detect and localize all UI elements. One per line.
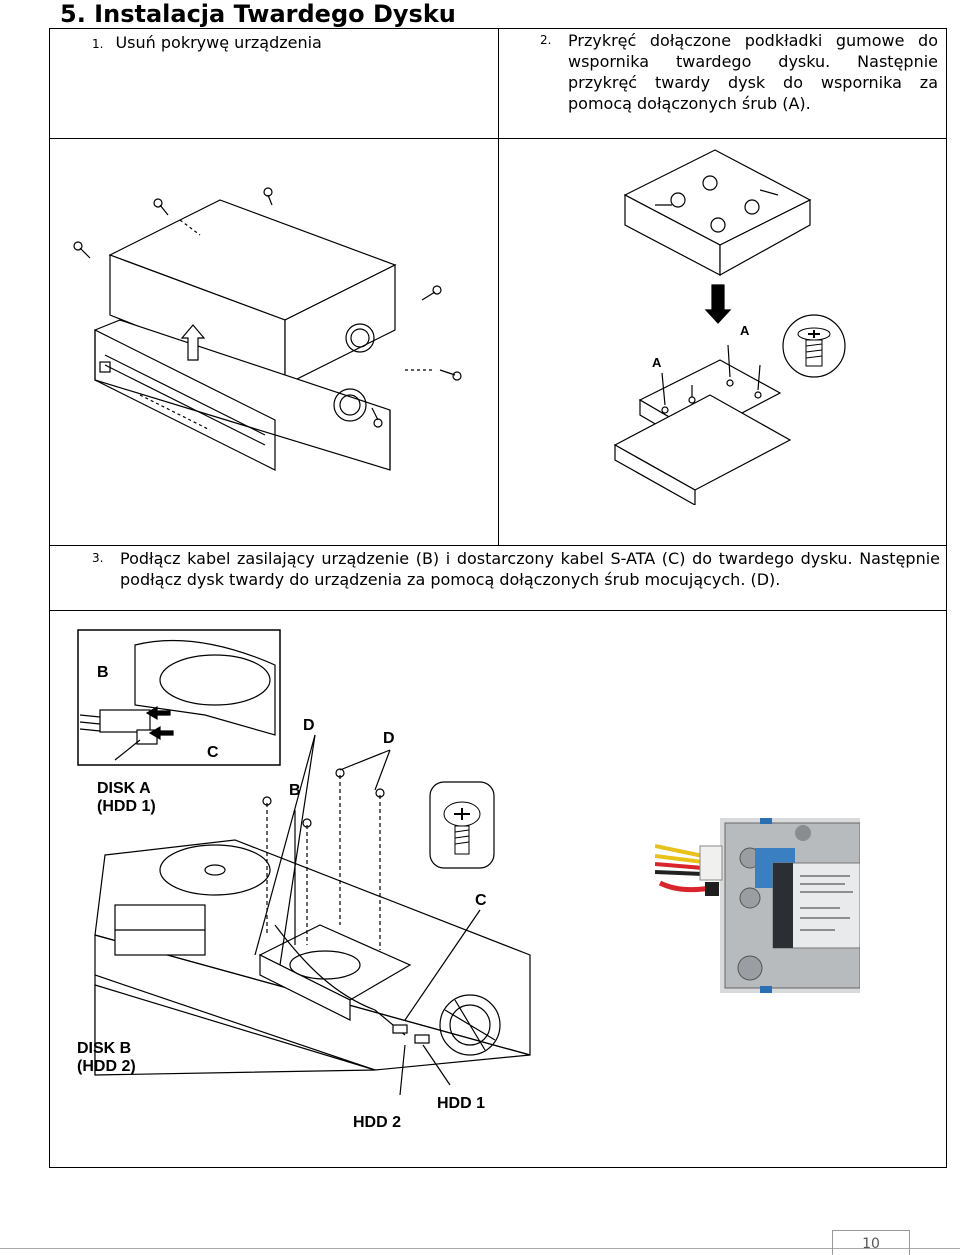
label-b: B bbox=[97, 664, 109, 681]
label-c: C bbox=[207, 744, 219, 761]
label-hdd2: HDD 2 bbox=[353, 1114, 401, 1131]
label-d: D bbox=[303, 717, 315, 734]
figure-remove-cover bbox=[73, 187, 462, 471]
label-a: A bbox=[652, 355, 662, 370]
table-column-divider bbox=[498, 28, 499, 546]
page-number-box bbox=[832, 1230, 910, 1255]
step-3: 3. Podłącz kabel zasilający urządzenie (… bbox=[92, 548, 940, 590]
step-2: 2. Przykręć dołączone podkładki gumowe d… bbox=[540, 30, 938, 114]
page-number: 10 bbox=[862, 1236, 880, 1252]
step-text: Przykręć dołączone podkładki gumowe do w… bbox=[568, 31, 938, 113]
label-disk-a: DISK A bbox=[97, 780, 151, 797]
hdd-photo bbox=[655, 818, 860, 993]
label-hdd1: HDD 1 bbox=[437, 1095, 485, 1112]
step-number: 3. bbox=[92, 551, 104, 565]
screw-detail-icon bbox=[782, 314, 846, 378]
screw-detail-icon bbox=[429, 781, 495, 869]
footer-rule bbox=[0, 1248, 960, 1249]
step-number: 2. bbox=[540, 33, 552, 47]
figure-hdd-bracket: A A bbox=[613, 149, 812, 505]
step-text: Podłącz kabel zasilający urządzenie (B) … bbox=[120, 549, 940, 589]
step-text: Usuń pokrywę urządzenia bbox=[115, 33, 322, 52]
step-number: 1. bbox=[92, 37, 104, 51]
page-title: 5. Instalacja Twardego Dysku bbox=[60, 0, 456, 28]
table-row-divider bbox=[49, 545, 947, 546]
label-hdd1-paren: (HDD 1) bbox=[97, 798, 156, 815]
figure-install-drives: B C D bbox=[77, 629, 531, 1131]
label-d: D bbox=[383, 730, 395, 747]
label-disk-b: DISK B bbox=[77, 1040, 131, 1057]
label-a: A bbox=[740, 323, 750, 338]
label-hdd2-paren: (HDD 2) bbox=[77, 1058, 136, 1075]
table-row-divider bbox=[49, 610, 947, 611]
table-row-divider bbox=[49, 138, 947, 139]
label-b: B bbox=[289, 782, 301, 799]
step-1: 1. Usuń pokrywę urządzenia bbox=[92, 32, 482, 55]
label-c: C bbox=[475, 892, 487, 909]
